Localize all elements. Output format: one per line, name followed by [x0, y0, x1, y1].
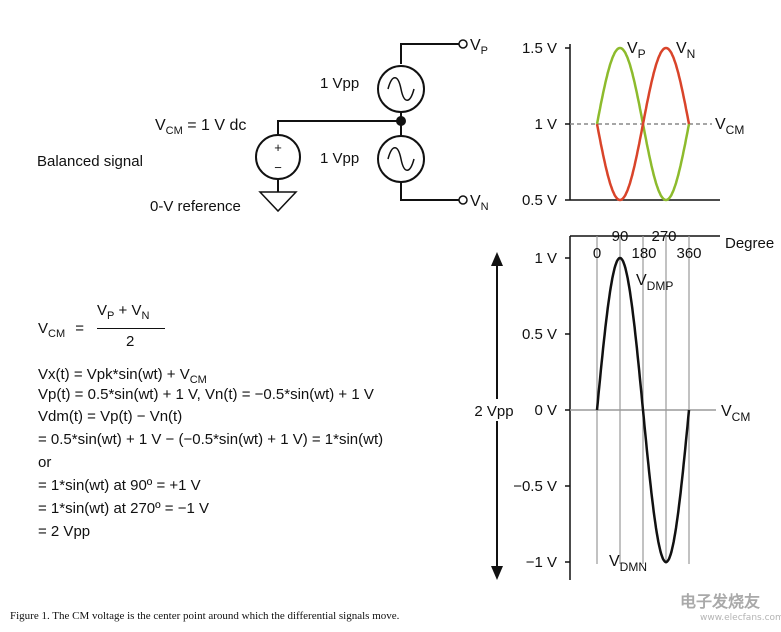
chart1-vn-label-v: V	[676, 40, 687, 57]
chart2-cm-label: VCM	[721, 403, 750, 424]
watermark-url: www.elecfans.com	[700, 613, 781, 623]
chart2-vdmp-label-sub: DMP	[647, 279, 674, 293]
vcm-equation-v: V	[38, 320, 49, 337]
chart2-x-tick-label: 90	[612, 228, 629, 245]
chart1-vn-label-sub: N	[687, 47, 696, 61]
range-label-bg	[466, 399, 522, 421]
chart1-vp-label-sub: P	[638, 47, 646, 61]
equation-line-7: = 1*sin(wt) at 270º = −1 V	[38, 500, 209, 517]
chart2-y-tick-label: −0.5 V	[513, 478, 557, 495]
chart1-y-tick-label: 1 V	[534, 116, 557, 133]
chart2-x-tick-label: 0	[593, 245, 601, 262]
chart2-x-tick-label: 270	[651, 228, 676, 245]
numerator-plus-vn: + V	[114, 302, 142, 319]
chart2-y-tick-label: −1 V	[526, 554, 557, 571]
vn-wire	[400, 182, 459, 201]
numerator-vn-sub: N	[141, 310, 150, 322]
equation-line-8: = 2 Vpp	[38, 523, 91, 540]
chart1-y-tick-label: 1.5 V	[522, 40, 557, 57]
source-2-sine-icon	[387, 147, 415, 171]
equation-line-4: = 0.5*sin(wt) + 1 V − (−0.5*sin(wt) + 1 …	[38, 431, 384, 448]
vn-terminal-v: V	[470, 193, 481, 210]
chart2-cm-label-sub: CM	[732, 410, 751, 424]
vcm-equation-equals: =	[75, 320, 85, 337]
vp-terminal-v: V	[470, 37, 481, 54]
vcm-equation-numerator: VP + VN	[97, 302, 149, 322]
vn-terminal-sub: N	[481, 201, 489, 213]
vcm-equation-denominator: 2	[126, 333, 135, 350]
chart2-y-tick-label: 0 V	[534, 402, 557, 419]
chart1-cm-label: VCM	[715, 116, 744, 137]
chart1-series-vn	[595, 46, 691, 202]
chart2-y-tick-label: 0.5 V	[522, 326, 557, 343]
vcm-equation-sub: CM	[48, 328, 66, 340]
chart1-cm-label-v: V	[715, 116, 726, 133]
equation-line-6: = 1*sin(wt) at 90º = +1 V	[38, 477, 201, 494]
chart1-cm-label-sub: CM	[726, 123, 745, 137]
vcm-equation-lhs: VCM =	[38, 320, 84, 340]
numerator-vp-sub: P	[107, 310, 115, 322]
equation-line-5: or	[38, 454, 52, 471]
chart1-vn-label: VN	[676, 40, 695, 61]
balanced-signal-label: Balanced signal	[37, 153, 143, 170]
chart2-y-tick-label: 1 V	[534, 250, 557, 267]
chart2-vdmn-label: VDMN	[609, 553, 647, 574]
ground-icon	[258, 191, 298, 213]
dc-wire	[277, 120, 401, 134]
dc-minus-sign: −	[274, 160, 282, 175]
vp-wire	[400, 43, 459, 64]
chart2-x-tick-label: 360	[676, 245, 701, 262]
range-label: 2 Vpp	[474, 403, 513, 420]
fraction-bar	[97, 328, 165, 329]
vcm-dc-value: = 1 V dc	[183, 117, 247, 134]
vcm-dc-sub: CM	[166, 125, 183, 137]
dc-plus-sign: +	[274, 140, 282, 155]
numerator-vp: V	[97, 302, 108, 319]
figure-caption: Figure 1. The CM voltage is the center p…	[10, 610, 400, 622]
vn-terminal	[458, 195, 468, 205]
vp-terminal	[458, 39, 468, 49]
source-2-label: 1 Vpp	[320, 150, 359, 167]
vcm-dc-v: V	[155, 117, 166, 134]
equation-line-1: Vx(t) = Vpk*sin(wt) + VCM	[38, 366, 207, 386]
vp-terminal-sub: P	[481, 45, 488, 57]
chart1-vp-label: VP	[627, 40, 646, 61]
vp-terminal-label: VP	[470, 37, 488, 57]
source-1-label: 1 Vpp	[320, 75, 359, 92]
chart2-x-axis-title: Degree	[725, 235, 774, 252]
chart2-cm-label-v: V	[721, 403, 732, 420]
vn-terminal-label: VN	[470, 193, 489, 213]
chart2-series-vdm	[595, 256, 691, 564]
vcm-dc-label: VCM = 1 V dc	[155, 117, 246, 137]
equation-line-1-main: Vx(t) = Vpk*sin(wt) + V	[38, 366, 190, 383]
chart2-vdmn-label-sub: DMN	[620, 560, 647, 574]
chart1-y-tick-label: 0.5 V	[522, 192, 557, 209]
chart2-vdmn-label-v: V	[609, 553, 620, 570]
reference-label: 0-V reference	[150, 198, 241, 215]
chart1-vp-label-v: V	[627, 40, 638, 57]
watermark-logo: 电子发烧友	[680, 592, 761, 611]
circuit-diagram	[255, 39, 468, 213]
source-1-sine-icon	[387, 77, 415, 101]
equation-line-1-sub: CM	[189, 374, 207, 386]
chart2-vdmp-label-v: V	[636, 272, 647, 289]
equation-line-2: Vp(t) = 0.5*sin(wt) + 1 V, Vn(t) = −0.5*…	[38, 386, 374, 403]
chart2-vdmp-label: VDMP	[636, 272, 673, 293]
chart2-x-tick-label: 180	[631, 245, 656, 262]
equation-line-3: Vdm(t) = Vp(t) − Vn(t)	[38, 408, 183, 425]
